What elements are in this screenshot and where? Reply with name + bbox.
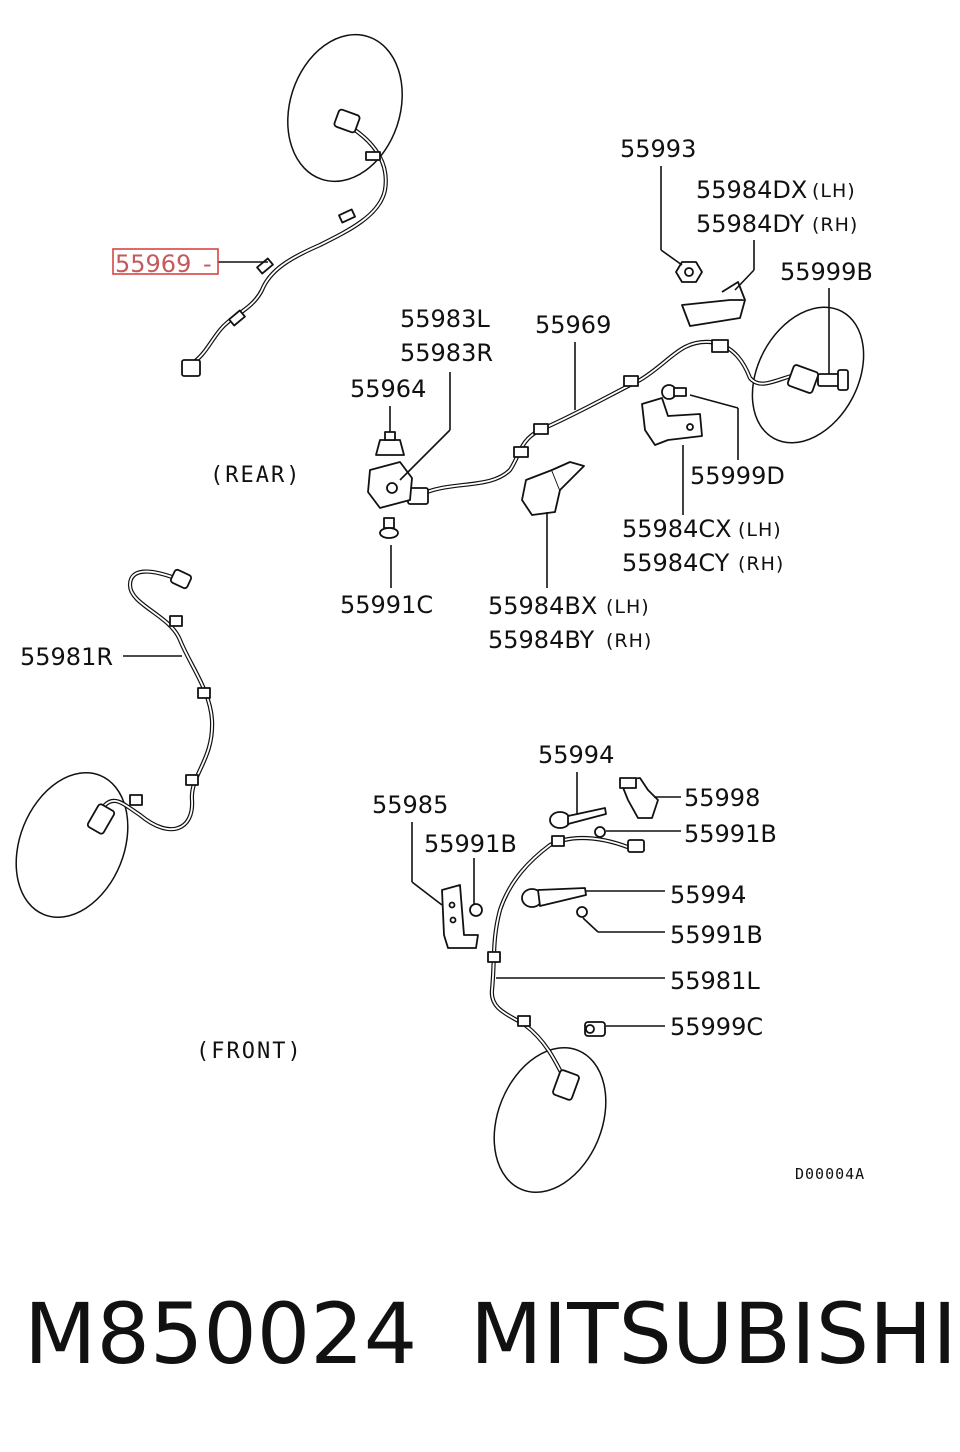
highlight-box-55969 bbox=[112, 248, 219, 275]
bracket-55983 bbox=[367, 461, 413, 509]
bolt-55999D bbox=[661, 384, 687, 400]
label-55985[interactable]: 55985 bbox=[372, 791, 448, 819]
bracket-55998 bbox=[619, 777, 659, 819]
bolt-55999B bbox=[817, 369, 849, 391]
bracket-55984BX bbox=[521, 461, 585, 516]
front-wheel-disc-left bbox=[15, 772, 129, 918]
label-55984DY-side: (RH) bbox=[812, 214, 858, 236]
brand-title: MITSUBISHI bbox=[470, 1285, 958, 1383]
bolt-55991B-b bbox=[469, 903, 483, 917]
label-55969-rear-dash: - bbox=[203, 250, 212, 278]
label-55969-mid[interactable]: 55969 bbox=[535, 311, 611, 339]
label-55994-mid[interactable]: 55994 bbox=[670, 881, 746, 909]
section-front: (FRONT) bbox=[196, 1039, 303, 1064]
label-55981R[interactable]: 55981R bbox=[20, 643, 113, 671]
label-55999C[interactable]: 55999C bbox=[670, 1013, 763, 1041]
label-55984CY-side: (RH) bbox=[738, 553, 784, 575]
label-55984BY[interactable]: 55984BY bbox=[488, 626, 595, 654]
clip-55964 bbox=[375, 431, 405, 456]
front-sensor-wire-55981R bbox=[86, 568, 215, 835]
label-55999B[interactable]: 55999B bbox=[780, 258, 873, 286]
label-55998[interactable]: 55998 bbox=[684, 784, 760, 812]
label-55964[interactable]: 55964 bbox=[350, 375, 426, 403]
label-55984DY[interactable]: 55984DY bbox=[696, 210, 805, 238]
label-55983R[interactable]: 55983R bbox=[400, 339, 493, 367]
bracket-55984CX bbox=[641, 397, 703, 446]
label-55984DX-side: (LH) bbox=[812, 180, 856, 202]
front-sensor-wire-55981L bbox=[487, 835, 645, 1101]
section-rear: (REAR) bbox=[210, 463, 301, 488]
part-number-title: M850024 bbox=[24, 1285, 418, 1383]
label-55991C[interactable]: 55991C bbox=[340, 591, 433, 619]
label-55984CX-side: (LH) bbox=[738, 519, 782, 541]
label-55984DX[interactable]: 55984DX bbox=[696, 176, 807, 204]
label-55984BX[interactable]: 55984BX bbox=[488, 592, 597, 620]
label-55991B-b[interactable]: 55991B bbox=[424, 830, 517, 858]
label-55983L[interactable]: 55983L bbox=[400, 305, 490, 333]
diagram-code: D00004A bbox=[795, 1165, 865, 1183]
label-55984BY-side: (RH) bbox=[606, 630, 652, 652]
front-wheel-disc-right bbox=[493, 1047, 607, 1193]
label-55991B-c[interactable]: 55991B bbox=[670, 921, 763, 949]
clip-55994-mid bbox=[521, 887, 587, 908]
label-55994-top[interactable]: 55994 bbox=[538, 741, 614, 769]
clip-55994-top bbox=[549, 807, 607, 829]
label-55969-rear[interactable]: 55969 bbox=[115, 250, 191, 278]
label-55984CY[interactable]: 55984CY bbox=[622, 549, 730, 577]
label-55999D[interactable]: 55999D bbox=[690, 462, 785, 490]
bolt-55999C bbox=[584, 1021, 606, 1037]
rear-wheel-disc-right bbox=[751, 306, 865, 444]
label-55991B-a[interactable]: 55991B bbox=[684, 820, 777, 848]
part-labels: 55969 - 55993 55984DX (LH) 55984DY (RH) … bbox=[20, 135, 873, 1183]
label-55984CX[interactable]: 55984CX bbox=[622, 515, 732, 543]
bolt-55991B-a bbox=[594, 826, 606, 838]
label-55993[interactable]: 55993 bbox=[620, 135, 696, 163]
bracket-55985 bbox=[441, 884, 479, 949]
nut-55993 bbox=[675, 261, 703, 283]
label-55981L[interactable]: 55981L bbox=[670, 967, 760, 995]
leader-lines bbox=[123, 166, 830, 1027]
rear-sensor-wire-55969 bbox=[181, 108, 388, 377]
rear-wheel-disc-left bbox=[287, 33, 403, 183]
bolt-55991C bbox=[379, 517, 399, 539]
label-55984BX-side: (LH) bbox=[606, 596, 650, 618]
bolt-55991B-c bbox=[576, 906, 588, 918]
